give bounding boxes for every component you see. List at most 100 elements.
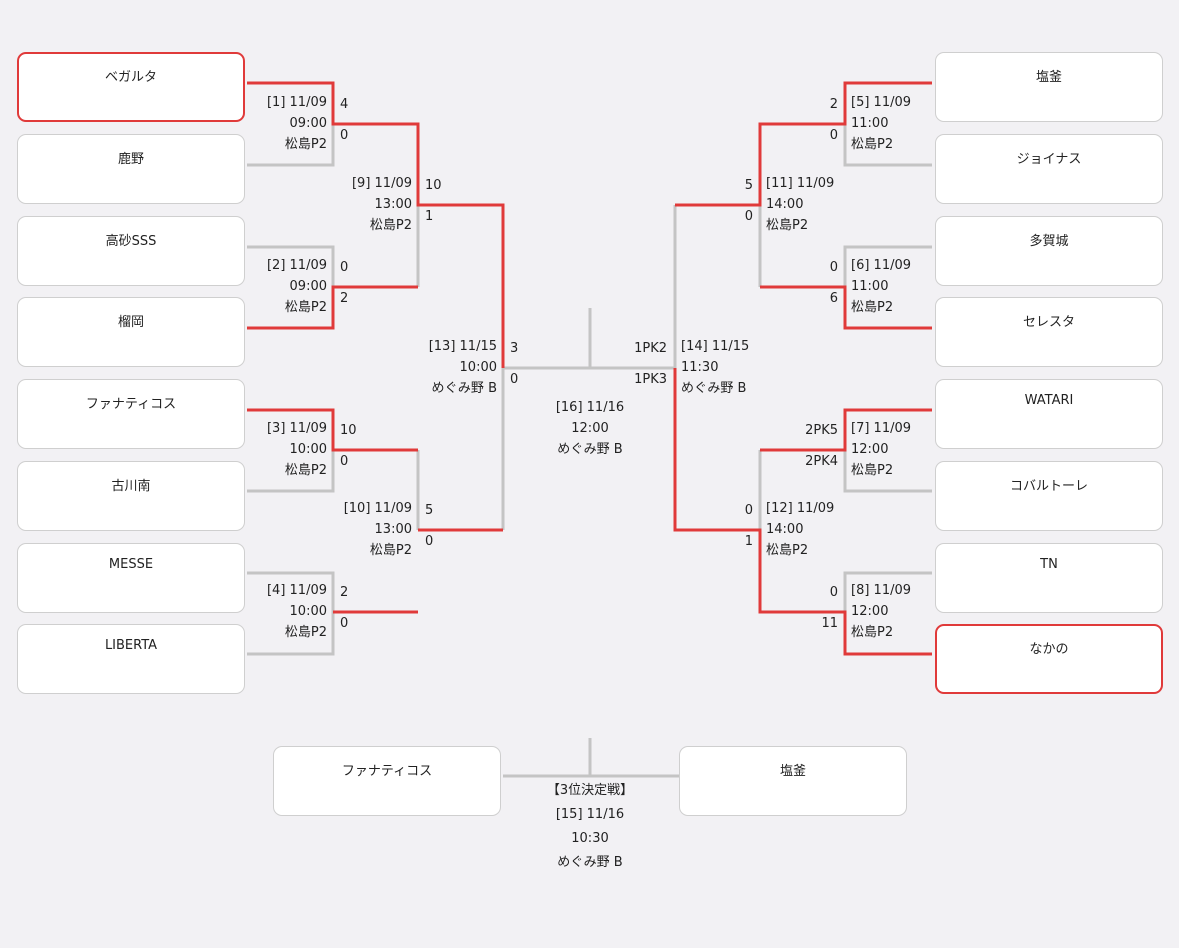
score-bottom: 11 xyxy=(821,616,838,631)
third-place-team-1[interactable]: ファナティコス xyxy=(273,746,501,816)
winner-path-line xyxy=(247,285,418,330)
match-venue: 松島P2 xyxy=(766,543,809,558)
match-venue: めぐみ野 B xyxy=(431,381,497,396)
bracket-line xyxy=(247,450,335,493)
bracket-line xyxy=(247,612,335,656)
score-top: 2PK5 xyxy=(805,423,838,438)
match-venue: 松島P2 xyxy=(851,625,894,640)
match-venue: 松島P2 xyxy=(851,463,894,478)
score-top: 1PK2 xyxy=(634,341,667,356)
match-time: 13:00 xyxy=(374,197,412,212)
match-venue: 松島P2 xyxy=(284,463,327,478)
match-time: 14:00 xyxy=(766,197,804,212)
team-box-left[interactable]: 古川南 xyxy=(17,461,245,531)
score-bottom: 0 xyxy=(744,209,753,224)
match-no: [11] 11/09 xyxy=(766,176,835,191)
final-match-venue: めぐみ野 B xyxy=(557,442,623,457)
match-no: [10] 11/09 xyxy=(343,501,412,516)
score-top: 0 xyxy=(340,260,349,275)
match-time: 11:00 xyxy=(851,116,889,131)
match-time: 09:00 xyxy=(289,116,327,131)
score-top: 2 xyxy=(829,97,838,112)
match-time: 12:00 xyxy=(851,442,889,457)
score-top: 10 xyxy=(340,423,357,438)
score-top: 3 xyxy=(510,341,519,356)
score-top: 2 xyxy=(340,585,349,600)
winner-path-line xyxy=(673,368,932,656)
match-time: 14:00 xyxy=(766,522,804,537)
match-no: [7] 11/09 xyxy=(851,421,912,436)
team-box-right[interactable]: なかの xyxy=(935,624,1163,694)
team-box-left[interactable]: MESSE xyxy=(17,543,245,613)
score-bottom: 6 xyxy=(829,291,838,306)
team-box-right[interactable]: 塩釜 xyxy=(935,52,1163,122)
match-time: 12:00 xyxy=(851,604,889,619)
score-top: 0 xyxy=(744,503,753,518)
third-place-title: 【3位決定戦】 xyxy=(546,783,634,798)
team-box-right[interactable]: ジョイナス xyxy=(935,134,1163,204)
score-top: 0 xyxy=(829,585,838,600)
team-box-right[interactable]: セレスタ xyxy=(935,297,1163,367)
match-no: [3] 11/09 xyxy=(266,421,327,436)
match-no: [9] 11/09 xyxy=(351,176,412,191)
score-top: 5 xyxy=(425,503,434,518)
team-box-right[interactable]: WATARI xyxy=(935,379,1163,449)
third-place-time: 10:30 xyxy=(571,831,609,846)
score-bottom: 0 xyxy=(340,128,349,143)
team-box-right[interactable]: コバルトーレ xyxy=(935,461,1163,531)
score-bottom: 0 xyxy=(340,454,349,469)
score-bottom: 0 xyxy=(510,372,519,387)
bracket-line xyxy=(247,245,335,287)
match-time: 11:30 xyxy=(681,360,719,375)
bracket-line xyxy=(843,571,932,612)
team-box-left[interactable]: 榴岡 xyxy=(17,297,245,367)
bracket-line xyxy=(843,245,932,287)
match-time: 09:00 xyxy=(289,279,327,294)
third-place-no: [15] 11/16 xyxy=(555,807,625,822)
score-bottom: 1 xyxy=(744,534,753,549)
team-box-right[interactable]: 多賀城 xyxy=(935,216,1163,286)
score-bottom: 1PK3 xyxy=(634,372,667,387)
score-bottom: 0 xyxy=(829,128,838,143)
match-no: [2] 11/09 xyxy=(266,258,327,273)
bracket-line xyxy=(843,124,932,167)
match-venue: 松島P2 xyxy=(851,137,894,152)
match-venue: 松島P2 xyxy=(851,300,894,315)
third-place-venue: めぐみ野 B xyxy=(557,855,623,870)
bracket-line xyxy=(843,450,932,493)
match-venue: 松島P2 xyxy=(284,300,327,315)
third-place-team-2[interactable]: 塩釜 xyxy=(679,746,907,816)
match-venue: 松島P2 xyxy=(766,218,809,233)
match-time: 10:00 xyxy=(289,442,327,457)
match-no: [6] 11/09 xyxy=(851,258,912,273)
match-venue: 松島P2 xyxy=(369,543,412,558)
team-box-left[interactable]: 鹿野 xyxy=(17,134,245,204)
bracket-line xyxy=(247,124,335,167)
score-bottom: 0 xyxy=(340,616,349,631)
score-top: 5 xyxy=(744,178,753,193)
score-top: 4 xyxy=(340,97,349,112)
match-no: [13] 11/15 xyxy=(428,339,497,354)
match-no: [1] 11/09 xyxy=(266,95,327,110)
team-box-right[interactable]: TN xyxy=(935,543,1163,613)
match-venue: 松島P2 xyxy=(369,218,412,233)
winner-path-line xyxy=(247,81,505,368)
match-venue: 松島P2 xyxy=(284,137,327,152)
team-box-left[interactable]: LIBERTA xyxy=(17,624,245,694)
match-time: 13:00 xyxy=(374,522,412,537)
match-time: 11:00 xyxy=(851,279,889,294)
match-venue: めぐみ野 B xyxy=(681,381,747,396)
score-top: 10 xyxy=(425,178,442,193)
team-box-left[interactable]: ベガルタ xyxy=(17,52,245,122)
match-no: [4] 11/09 xyxy=(266,583,327,598)
match-time: 10:00 xyxy=(289,604,327,619)
score-bottom: 0 xyxy=(425,534,434,549)
winner-path-line xyxy=(247,408,418,452)
team-box-left[interactable]: 高砂SSS xyxy=(17,216,245,286)
score-bottom: 2 xyxy=(340,291,349,306)
team-box-left[interactable]: ファナティコス xyxy=(17,379,245,449)
match-no: [12] 11/09 xyxy=(766,501,835,516)
winner-path-line xyxy=(760,408,932,452)
bracket-line xyxy=(247,571,335,612)
